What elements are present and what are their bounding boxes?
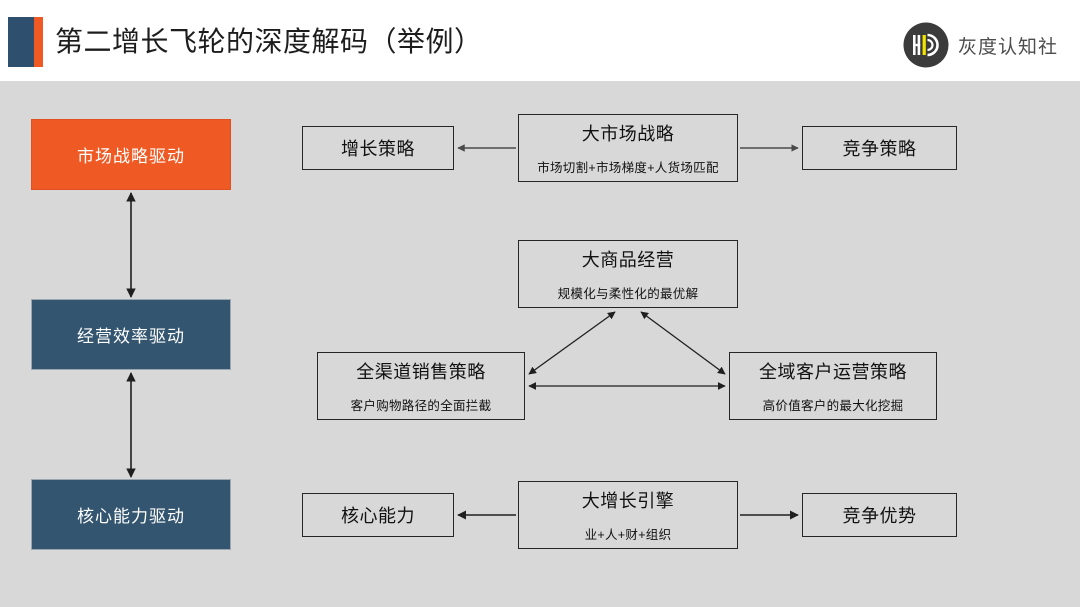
pillar-core-capability[interactable]: 核心能力驱动	[31, 479, 231, 550]
node-competition-strategy[interactable]: 竞争策略	[802, 126, 957, 170]
node-title: 大市场战略	[581, 124, 675, 144]
node-growth-strategy[interactable]: 增长策略	[302, 126, 454, 170]
brand-name: 灰度认知社	[958, 36, 1059, 58]
node-title: 大增长引擎	[581, 491, 675, 511]
header-band	[0, 0, 1080, 81]
node-core-capability[interactable]: 核心能力	[302, 493, 454, 537]
pillar-label: 经营效率驱动	[77, 327, 185, 346]
arrow-customer-bigproduct	[640, 311, 726, 375]
node-omnichannel-sales-strategy[interactable]: 全渠道销售策略 客户购物路径的全面拦截	[317, 352, 525, 420]
page-title: 第二增长飞轮的深度解码（举例）	[55, 26, 483, 57]
node-full-domain-customer-operation-strategy[interactable]: 全域客户运营策略 高价值客户的最大化挖掘	[729, 352, 937, 420]
node-big-market-strategy[interactable]: 大市场战略 市场切割+市场梯度+人货场匹配	[518, 114, 738, 182]
node-competitive-advantage[interactable]: 竞争优势	[802, 493, 957, 537]
node-subtitle: 市场切割+市场梯度+人货场匹配	[537, 161, 719, 175]
node-title: 竞争策略	[842, 139, 917, 159]
node-title: 增长策略	[341, 139, 415, 159]
node-big-growth-engine[interactable]: 大增长引擎 业+人+财+组织	[518, 481, 738, 549]
node-subtitle: 规模化与柔性化的最优解	[557, 287, 699, 301]
node-title: 竞争优势	[842, 506, 917, 526]
pillar-label: 市场战略驱动	[77, 147, 185, 166]
pillar-label: 核心能力驱动	[77, 507, 185, 526]
node-subtitle: 客户购物路径的全面拦截	[350, 399, 492, 413]
node-title: 核心能力	[341, 506, 415, 526]
pillar-operating-efficiency[interactable]: 经营效率驱动	[31, 299, 231, 370]
arrow-omni-bigproduct	[528, 311, 616, 375]
node-subtitle: 业+人+财+组织	[584, 528, 672, 542]
title-accent-blue-bar	[8, 17, 34, 67]
node-subtitle: 高价值客户的最大化挖掘	[762, 399, 904, 413]
node-title: 全渠道销售策略	[356, 362, 486, 382]
node-title: 全域客户运营策略	[759, 362, 907, 382]
node-big-product-operation[interactable]: 大商品经营 规模化与柔性化的最优解	[518, 240, 738, 308]
hd-monogram-icon	[903, 22, 949, 68]
pillar-market-strategy[interactable]: 市场战略驱动	[31, 119, 231, 190]
brand-logo: 灰度认知社	[903, 22, 1058, 68]
title-accent-orange-bar	[34, 17, 43, 67]
node-title: 大商品经营	[581, 250, 675, 270]
